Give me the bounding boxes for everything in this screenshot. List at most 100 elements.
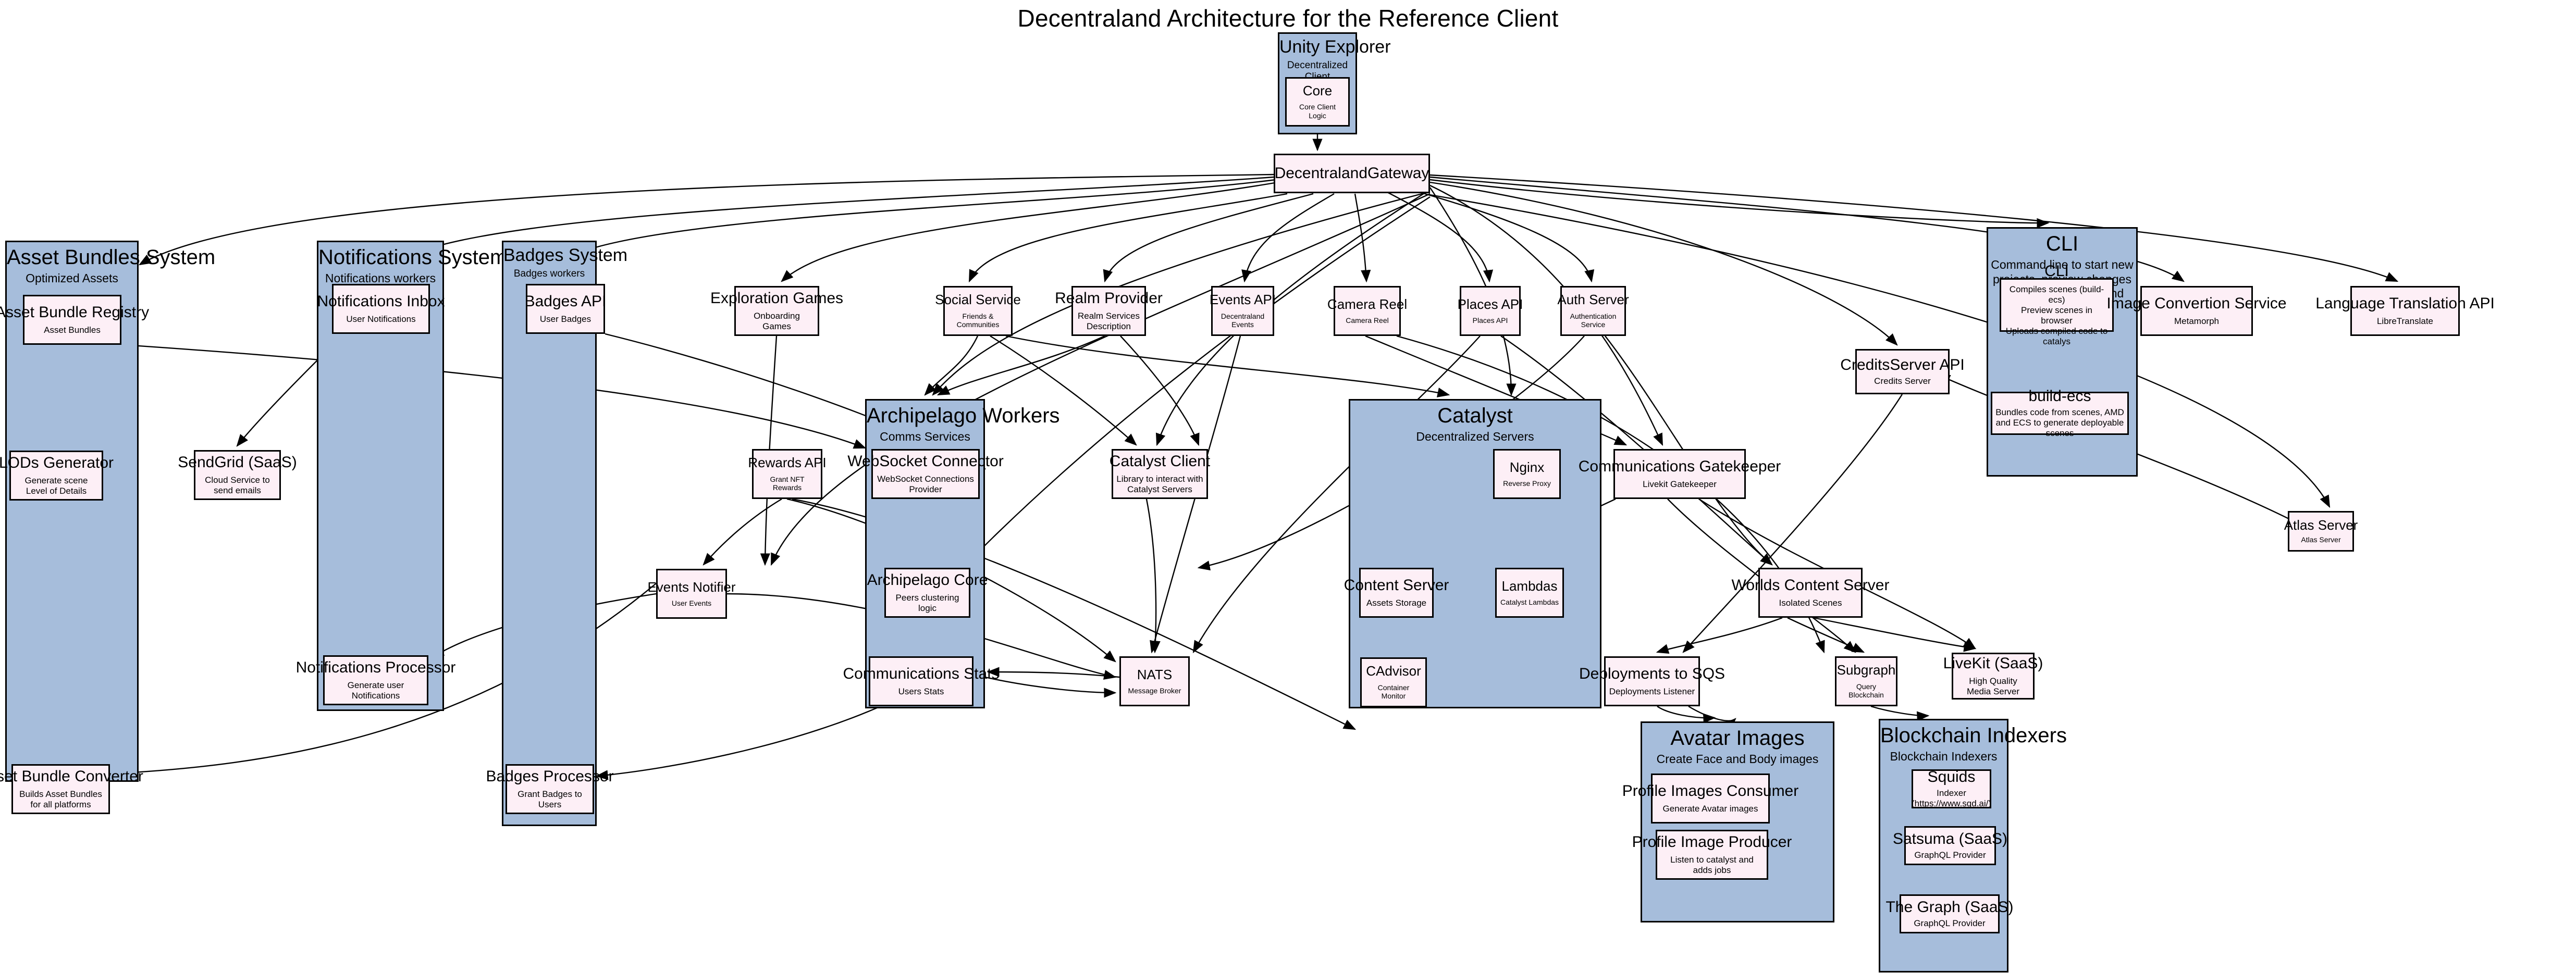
node-subtitle-auth_server: Authentication Service bbox=[1570, 311, 1617, 329]
page-title: Decentraland Architecture for the Refere… bbox=[1017, 5, 1559, 32]
node-title-cli: CLI bbox=[2044, 263, 2069, 280]
cluster-title-archipelago_workers: Archipelago Workers bbox=[867, 404, 1060, 427]
cluster-title-asset_bundles_system: Asset Bundles System bbox=[7, 246, 216, 269]
cluster-subtitle-notifications_system: Notifications workers bbox=[325, 271, 436, 285]
node-title-build_ecs: build-ecs bbox=[2028, 387, 2091, 405]
cluster-subtitle-asset_bundles_system: Optimized Assets bbox=[26, 271, 118, 285]
node-title-nats: NATS bbox=[1137, 666, 1173, 682]
node-subtitle-subgraph: Query Blockchain bbox=[1848, 682, 1884, 700]
node-sendgrid[interactable]: SendGrid (SaaS)Cloud Service to send ema… bbox=[178, 450, 297, 500]
node-title-websocket_connector: WebSocket Connector bbox=[847, 452, 1004, 470]
node-subtitle-lods_generator: Generate scene Level of Details bbox=[24, 476, 88, 496]
node-nats[interactable]: NATS Message Broker bbox=[1119, 656, 1190, 706]
node-subtitle-notifications_inbox: User Notifications bbox=[346, 314, 416, 325]
node-title-profile_images_consumer: Profile Images Consumer bbox=[1622, 782, 1799, 800]
cluster-title-cli_system: CLI bbox=[2045, 232, 2079, 255]
node-subtitle-websocket_connector: WebSocket Connections Provider bbox=[877, 474, 974, 495]
node-title-livekit: LiveKit (SaaS) bbox=[1943, 654, 2043, 672]
node-title-auth_server: Auth Server bbox=[1557, 292, 1629, 308]
node-title-catalyst_client: Catalyst Client bbox=[1109, 452, 1211, 470]
node-subtitle-communications_stats: Users Stats bbox=[898, 687, 944, 697]
node-title-language_translation_api: Language Translation API bbox=[2315, 294, 2495, 312]
node-subtitle-the_graph: GraphQL Provider bbox=[1914, 918, 1986, 929]
node-subtitle-lambdas: Catalyst Lambdas bbox=[1500, 597, 1559, 606]
node-title-notifications_inbox: Notifications Inbox bbox=[317, 292, 445, 310]
node-subtitle-asset_bundle_registry: Asset Bundles bbox=[44, 325, 101, 335]
node-subtitle-events_api: Decentraland Events bbox=[1221, 311, 1265, 329]
node-livekit[interactable]: LiveKit (SaaS)High Quality Media Server bbox=[1943, 653, 2043, 700]
node-subtitle-cadvisor: Container Monitor bbox=[1377, 683, 1410, 701]
node-subtitle-events_notifier: User Events bbox=[671, 598, 712, 607]
node-title-deployments_to_sqs: Deployments to SQS bbox=[1579, 665, 1725, 682]
node-title-social_service: Social Service bbox=[935, 292, 1021, 308]
node-subtitle-squids: Indexer (https://www.sqd.ai/) bbox=[1911, 788, 1992, 809]
node-subtitle-archipelago_core: Peers clustering logic bbox=[895, 593, 959, 614]
node-events_api[interactable]: Events API Decentraland Events bbox=[1209, 286, 1276, 336]
node-satsuma[interactable]: Satsuma (SaaS)GraphQL Provider bbox=[1893, 826, 2007, 865]
node-title-badges_api: Badges API bbox=[524, 292, 607, 310]
node-subtitle-exploration_games: Onboarding Games bbox=[754, 311, 800, 332]
cluster-title-avatar_images: Avatar Images bbox=[1670, 727, 1805, 750]
node-title-creditsserver_api: CreditsServer API bbox=[1840, 356, 1965, 373]
node-subtitle-content_server: Assets Storage bbox=[1366, 598, 1427, 608]
cluster-title-notifications_system: Notifications System bbox=[318, 246, 508, 269]
node-gateway[interactable]: DecentralandGateway bbox=[1274, 154, 1430, 193]
node-subtitle-nats: Message Broker bbox=[1128, 686, 1181, 695]
node-subtitle-asset_bundle_converter: Builds Asset Bundles for all platforms bbox=[19, 789, 102, 810]
cluster-subtitle-archipelago_workers: Comms Services bbox=[880, 430, 970, 443]
node-subtitle-profile_image_producer: Listen to catalyst and adds jobs bbox=[1670, 855, 1754, 876]
node-title-realm_provider: Realm Provider bbox=[1055, 289, 1163, 307]
node-title-lods_generator: LODs Generator bbox=[0, 454, 114, 471]
node-title-gateway: DecentralandGateway bbox=[1274, 165, 1429, 182]
node-title-profile_image_producer: Profile Image Producer bbox=[1632, 833, 1792, 851]
node-the_graph[interactable]: The Graph (SaaS)GraphQL Provider bbox=[1885, 894, 2014, 933]
node-subtitle-badges_processor: Grant Badges to Users bbox=[517, 789, 582, 810]
node-title-places_api: Places API bbox=[1457, 296, 1523, 312]
node-title-nginx: Nginx bbox=[1509, 459, 1545, 475]
node-title-lambdas: Lambdas bbox=[1501, 578, 1558, 594]
node-title-core: Core bbox=[1302, 82, 1333, 98]
node-subtitle-communications_gatekeeper: Livekit Gatekeeper bbox=[1643, 479, 1717, 490]
node-subtitle-build_ecs: Bundles code from scenes, AMD and ECS to… bbox=[1995, 407, 2124, 439]
node-title-exploration_games: Exploration Games bbox=[710, 289, 844, 307]
node-title-events_api: Events API bbox=[1209, 292, 1276, 308]
